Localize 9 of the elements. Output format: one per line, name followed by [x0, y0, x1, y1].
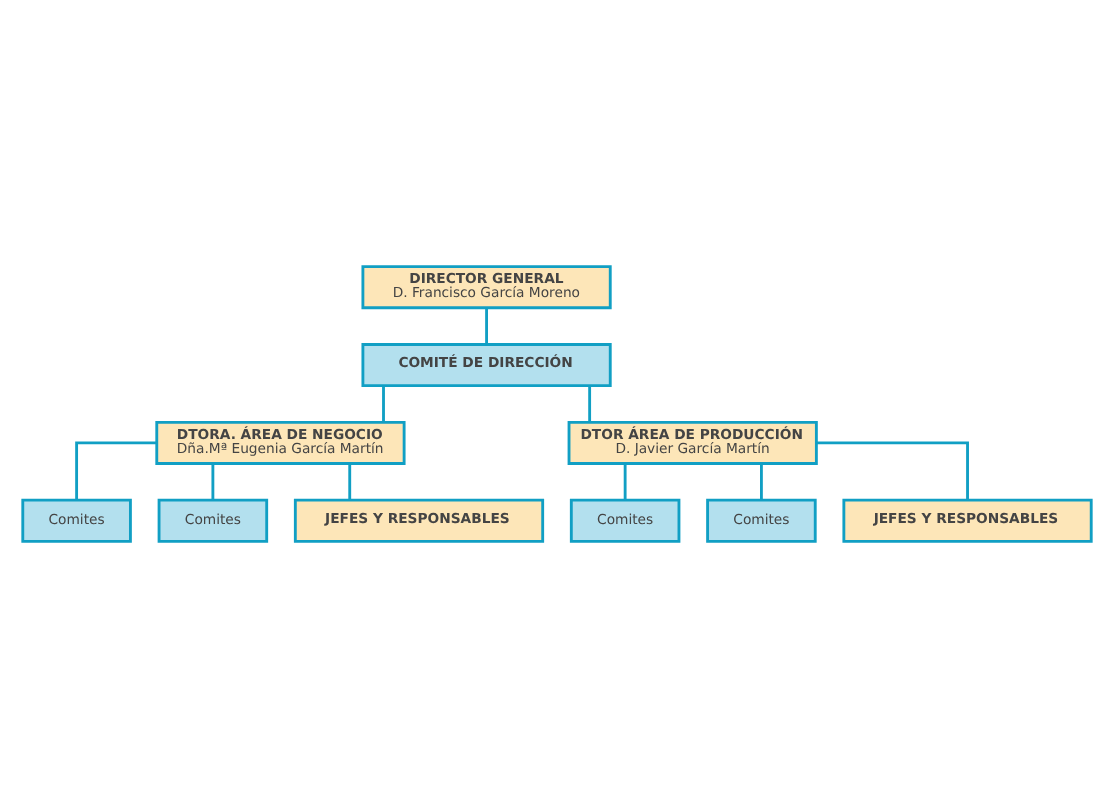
connector — [623, 463, 627, 500]
connector — [211, 463, 215, 500]
connector — [816, 441, 969, 500]
connector — [760, 463, 763, 500]
connector — [348, 463, 352, 500]
connector — [588, 385, 592, 422]
connector — [75, 441, 157, 500]
connector — [485, 308, 488, 345]
connector — [382, 385, 385, 422]
